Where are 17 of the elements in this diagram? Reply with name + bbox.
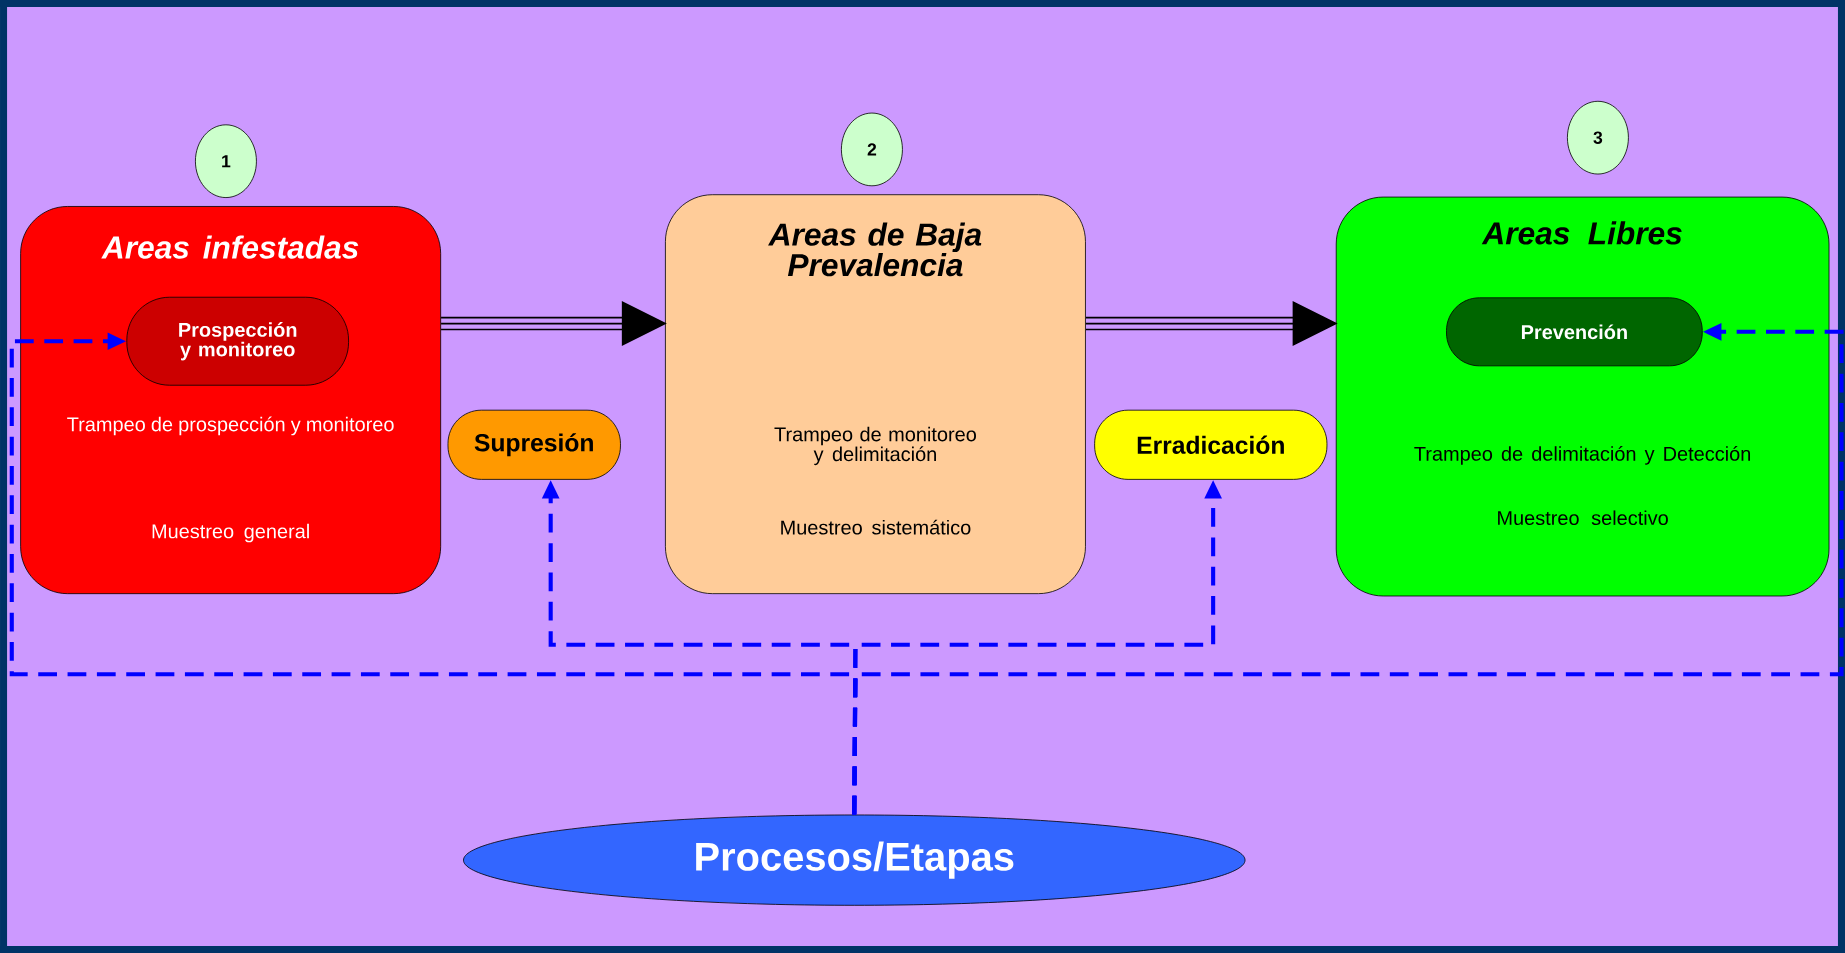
box-text: Muestreo general [152, 523, 309, 543]
block-arrow [1085, 301, 1337, 346]
box-text: Trampeo de monitoreo y delimitación [774, 426, 976, 466]
process-pill: Prospección y monitoreo [126, 296, 349, 386]
box-title: Areas infestadas [101, 235, 359, 259]
area-box [1335, 196, 1830, 597]
box-title: Areas de Baja Prevalencia [768, 222, 982, 277]
area-box [665, 194, 1086, 594]
process-pill: Supresión [447, 409, 621, 480]
box-text: Trampeo de delimitación y Detección [1414, 445, 1750, 465]
box-text: Muestreo sistemático [781, 519, 971, 535]
box-title: Areas Libres [1481, 221, 1682, 245]
block-arrow [440, 301, 666, 346]
process-pill: Erradicación [1094, 409, 1328, 480]
box-text: Muestreo selectivo [1498, 510, 1668, 525]
box-text: Trampeo de prospección y monitoreo [67, 416, 394, 436]
process-pill: Prevención [1446, 297, 1703, 367]
